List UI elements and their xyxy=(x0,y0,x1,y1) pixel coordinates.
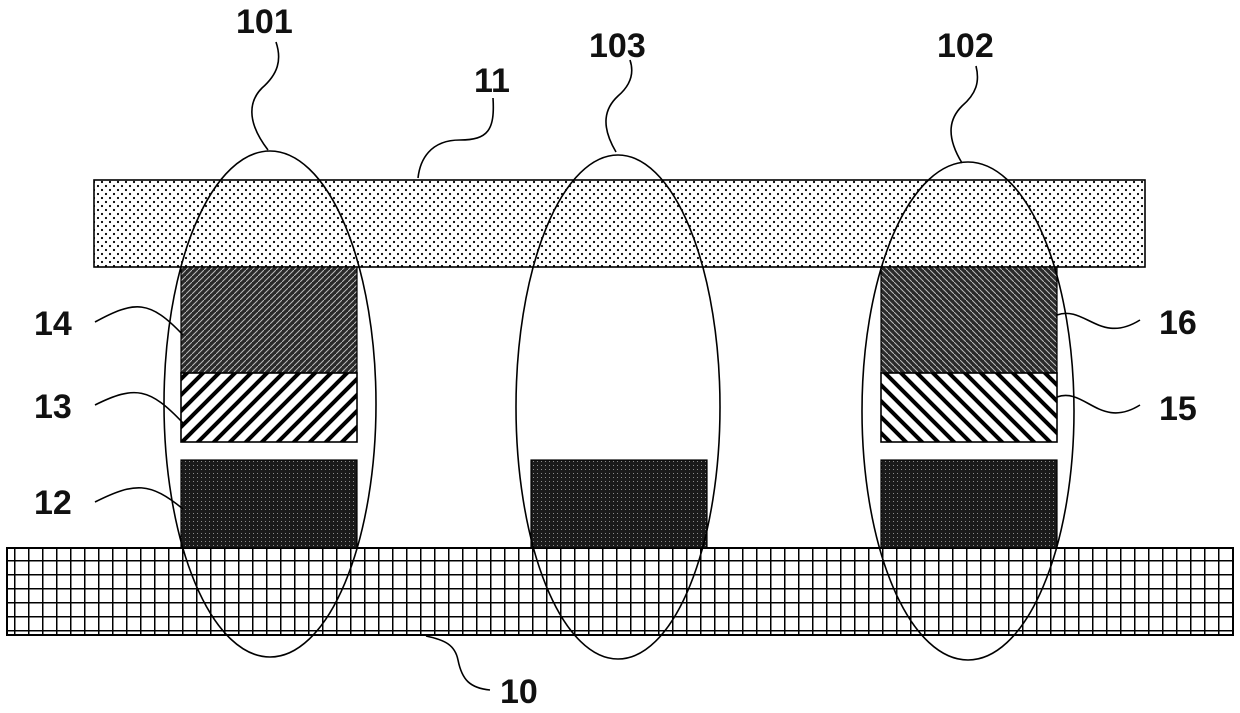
label-13: 13 xyxy=(34,388,72,426)
layer-12-block-middle xyxy=(531,460,707,548)
top-layer-11 xyxy=(94,180,1145,267)
layer-14-block xyxy=(181,267,357,373)
leader-101 xyxy=(252,42,279,150)
label-14: 14 xyxy=(34,305,72,343)
label-11: 11 xyxy=(474,62,510,100)
layer-12-block-right xyxy=(881,460,1057,548)
leader-16 xyxy=(1057,313,1140,328)
leader-10 xyxy=(426,636,490,690)
layer-12-block-left xyxy=(181,460,357,548)
label-12: 12 xyxy=(34,484,72,522)
layer-15-block xyxy=(881,373,1057,442)
leader-103 xyxy=(606,60,632,152)
layer-16-block xyxy=(881,267,1057,373)
leader-11 xyxy=(418,98,493,178)
label-101: 101 xyxy=(236,3,293,41)
leader-13 xyxy=(95,393,183,423)
leader-15 xyxy=(1057,395,1140,412)
layer-13-block xyxy=(181,373,357,442)
label-103: 103 xyxy=(589,27,646,65)
label-15: 15 xyxy=(1159,390,1197,428)
leader-102 xyxy=(951,66,977,163)
label-10: 10 xyxy=(500,673,538,711)
label-102: 102 xyxy=(937,27,994,65)
substrate-layer-10 xyxy=(7,548,1233,635)
label-16: 16 xyxy=(1159,304,1197,342)
